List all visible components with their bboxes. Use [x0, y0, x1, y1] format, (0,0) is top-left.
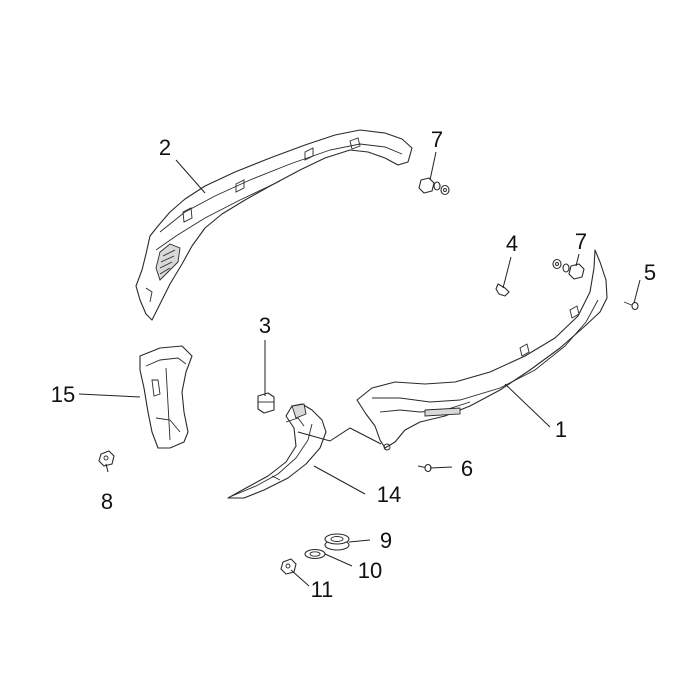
part-4-clip	[495, 283, 510, 297]
callout-7-upper: 7	[431, 127, 443, 152]
part-11-nut	[280, 558, 297, 575]
part-10-washer	[304, 548, 326, 560]
part-8-nut	[98, 450, 115, 467]
part-6-screw	[417, 463, 432, 473]
part-9-grommet	[324, 533, 350, 551]
part-7-nut-and-washers-upper	[418, 177, 450, 196]
callout-labels: 1 2 3 4 5 6 7 7 8 9 10 11 14 15	[51, 127, 656, 602]
part-1-lower-cowl	[356, 249, 608, 451]
part-15-bracket	[139, 345, 193, 449]
callout-8: 8	[101, 489, 113, 514]
callout-9: 9	[380, 528, 392, 553]
callout-14: 14	[377, 482, 401, 507]
part-2-upper-cowl	[135, 129, 413, 321]
part-7-nut-and-washers-lower	[552, 258, 585, 280]
callout-5: 5	[644, 260, 656, 285]
callout-11: 11	[311, 577, 334, 602]
callout-10: 10	[358, 558, 382, 583]
callout-6: 6	[461, 456, 473, 481]
callout-1: 1	[555, 417, 567, 442]
callout-7-lower: 7	[575, 229, 587, 254]
part-3-clip	[257, 392, 275, 414]
leader-lines	[78, 151, 641, 587]
callout-3: 3	[259, 313, 271, 338]
part-14-inner-panel	[227, 403, 327, 499]
callout-15: 15	[51, 382, 75, 407]
callout-4: 4	[506, 231, 518, 256]
callout-2: 2	[159, 135, 171, 160]
part-5-screw	[623, 301, 639, 311]
